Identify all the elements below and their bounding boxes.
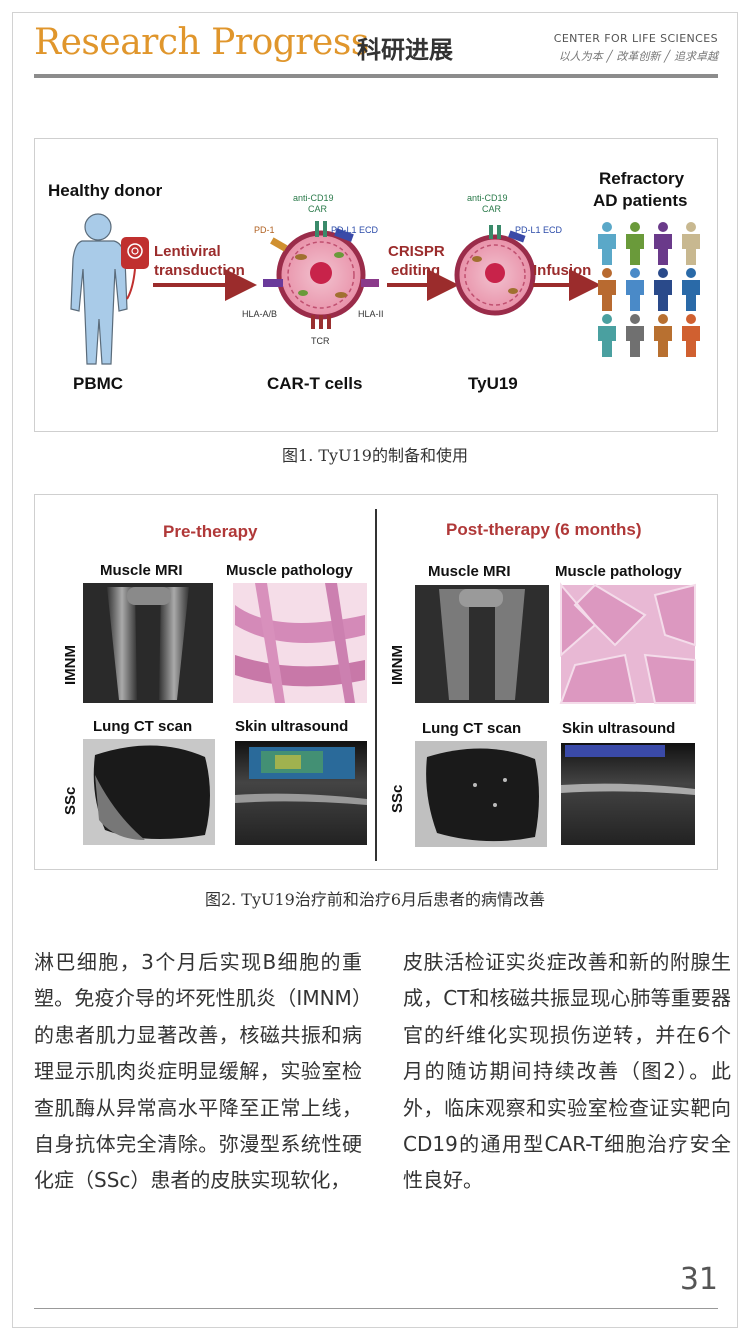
label-lentiviral: Lentiviral	[154, 243, 221, 260]
label-editing: editing	[391, 262, 440, 279]
mri-post-image	[415, 585, 549, 703]
patient-icon	[598, 268, 616, 311]
patient-icon	[682, 268, 700, 311]
label-anti-cd19-2: anti-CD19	[467, 193, 508, 203]
figure-1-caption: 图1. TyU19的制备和使用	[282, 446, 468, 465]
label-skin-us-pre: Skin ultrasound	[235, 718, 348, 735]
car-t-cell	[263, 221, 379, 329]
label-pdl1-ecd: PD-L1 ECD	[331, 225, 379, 235]
pathology-pre-image	[233, 583, 367, 703]
page-number: 31	[679, 1262, 718, 1297]
label-imnm-pre: IMNM	[62, 645, 79, 685]
patient-icon	[654, 314, 672, 357]
org-name: CENTER FOR LIFE SCIENCES	[553, 32, 718, 45]
label-infusion: Infusion	[533, 262, 591, 279]
us-post-image	[561, 743, 695, 845]
section-title-cn: 科研进展	[357, 36, 453, 64]
label-muscle-mri-pre: Muscle MRI	[100, 562, 183, 579]
figure-2-caption: 图2. TyU19治疗前和治疗6月后患者的病情改善	[204, 890, 546, 909]
mri-pre-image	[83, 583, 213, 703]
label-ssc-post: SSc	[389, 785, 406, 813]
patients-group	[598, 222, 700, 357]
body-column-left: 淋巴细胞，3个月后实现B细胞的重塑。免疫介导的坏死性肌炎（IMNM）的患者肌力显…	[34, 950, 362, 1193]
patient-icon	[626, 268, 644, 311]
label-imnm-post: IMNM	[389, 645, 406, 685]
label-muscle-pathology-post: Muscle pathology	[555, 563, 682, 580]
label-transduction: transduction	[154, 262, 245, 279]
patient-icon	[598, 314, 616, 357]
body-column-right: 皮肤活检证实炎症改善和新的附腺生成，CT和核磁共振显现心肺等重要器官的纤维化实现…	[403, 950, 731, 1193]
pathology-post-image	[559, 582, 696, 704]
label-pbmc: PBMC	[73, 374, 123, 393]
label-pre-therapy: Pre-therapy	[163, 522, 258, 541]
label-hla-ii: HLA-II	[358, 309, 384, 319]
patient-icon	[682, 222, 700, 265]
patient-icon	[626, 222, 644, 265]
label-refractory: Refractory	[599, 169, 685, 188]
patient-icon	[654, 268, 672, 311]
label-post-therapy: Post-therapy (6 months)	[446, 520, 642, 539]
label-ssc-pre: SSc	[62, 787, 79, 815]
label-car-2: CAR	[482, 204, 502, 214]
ct-post-image	[415, 741, 547, 847]
figure-2-panels: Pre-therapy Post-therapy (6 months) Musc…	[62, 509, 696, 861]
patient-icon	[682, 314, 700, 357]
label-pdl1-ecd-2: PD-L1 ECD	[515, 225, 563, 235]
label-car-t-cells: CAR-T cells	[267, 374, 362, 393]
patient-icon	[626, 314, 644, 357]
label-tyu19: TyU19	[468, 374, 518, 393]
label-car: CAR	[308, 204, 328, 214]
figure-1: Healthy donor PBMC Lentiviral transducti…	[34, 138, 718, 432]
label-crispr: CRISPR	[388, 243, 445, 260]
label-muscle-mri-post: Muscle MRI	[428, 563, 511, 580]
label-hla-ab: HLA-A/B	[242, 309, 277, 319]
label-skin-us-post: Skin ultrasound	[562, 720, 675, 737]
label-healthy-donor: Healthy donor	[48, 181, 163, 200]
tyu19-cell	[454, 225, 536, 316]
header-rule	[34, 74, 718, 78]
label-tcr: TCR	[311, 336, 330, 346]
label-lung-ct-post: Lung CT scan	[422, 720, 521, 737]
label-muscle-pathology-pre: Muscle pathology	[226, 562, 353, 579]
us-pre-image	[235, 741, 367, 845]
label-ad-patients: AD patients	[593, 191, 687, 210]
figure-2: Pre-therapy Post-therapy (6 months) Musc…	[34, 494, 718, 870]
page-frame	[12, 12, 738, 1328]
blood-bag-icon	[121, 237, 149, 300]
section-title: Research Progress	[34, 22, 369, 63]
figure-1-diagram: Healthy donor PBMC Lentiviral transducti…	[48, 169, 700, 393]
ct-pre-image	[83, 739, 215, 845]
patient-icon	[654, 222, 672, 265]
patient-icon	[598, 222, 616, 265]
label-lung-ct-pre: Lung CT scan	[93, 718, 192, 735]
org-motto: 以人为本 ╱ 改革创新 ╱ 追求卓越	[558, 50, 718, 63]
footer-rule	[34, 1308, 718, 1309]
label-anti-cd19: anti-CD19	[293, 193, 334, 203]
donor-figure	[70, 213, 128, 365]
label-pd1: PD-1	[254, 225, 275, 235]
